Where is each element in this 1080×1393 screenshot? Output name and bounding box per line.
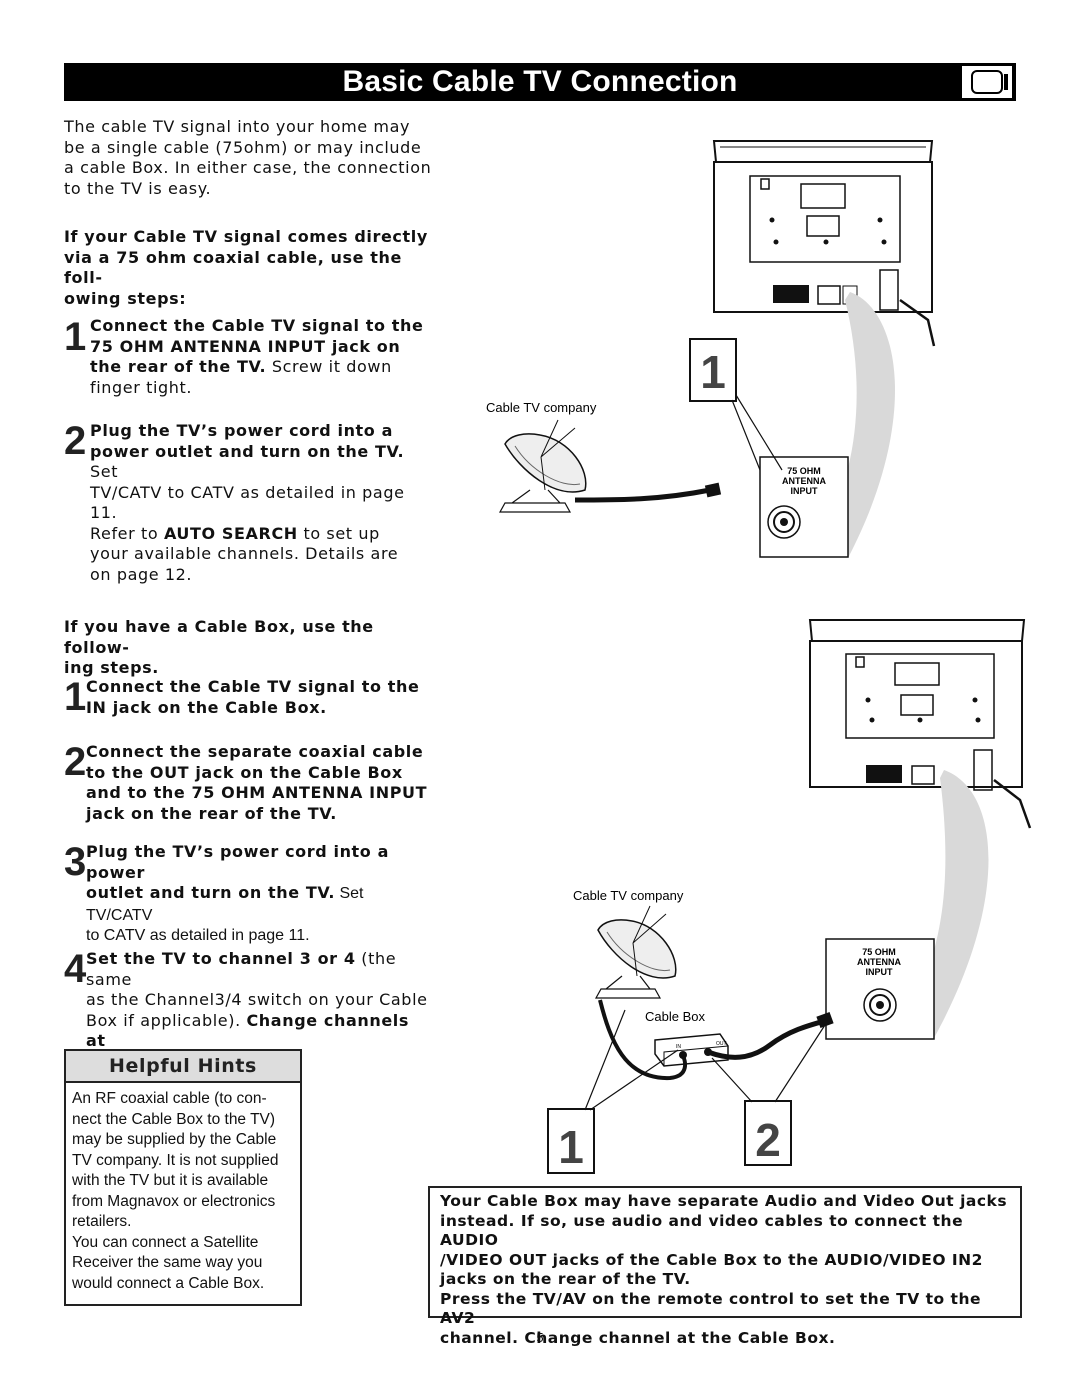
coax-cable: [707, 1017, 829, 1060]
cable-company-label: Cable TV company: [573, 888, 684, 903]
zoom-wedge: [845, 292, 895, 558]
coax-jack-icon: [863, 988, 897, 1022]
satellite-dish-icon: [498, 419, 587, 513]
direct-step-1: Connect the Cable TV signal to the 75 OH…: [90, 316, 424, 397]
box-step-2: Connect the separate coaxial cable to th…: [86, 742, 428, 823]
antenna-jack-panel: [759, 456, 849, 558]
callout-number: 1: [558, 1121, 584, 1173]
step-number: 4: [64, 947, 87, 991]
callout-box-1: [689, 338, 737, 402]
coax-cable: [574, 487, 711, 503]
helpful-hints-text: An RF coaxial cable (to con- nect the Ca…: [72, 1090, 279, 1292]
helpful-hints-box: Helpful Hints An RF coaxial cable (to co…: [64, 1049, 302, 1306]
cable-box-in-label: IN: [676, 1044, 681, 1050]
cable-box-label: Cable Box: [645, 1009, 705, 1024]
cable-company-label: Cable TV company: [486, 400, 597, 415]
box-heading: If you have a Cable Box, use the follow-…: [64, 617, 374, 677]
step-number: 3: [64, 840, 87, 884]
tv-rear-bottom: [808, 619, 1032, 829]
step-number: 1: [64, 675, 87, 719]
box-step-3: Plug the TV’s power cord into a power ou…: [86, 842, 389, 944]
cable-box-icon: IN OUT: [654, 1033, 729, 1067]
cable-box-out-label: OUT: [716, 1041, 727, 1047]
jack-label-line: ANTENNA: [782, 476, 826, 486]
jack-label-line: ANTENNA: [857, 957, 901, 967]
jack-label-line: 75 OHM: [787, 466, 821, 476]
callout-box-2: [744, 1100, 792, 1166]
page-number: 5: [536, 1330, 544, 1345]
tv-icon: [960, 64, 1014, 100]
box-step-1: Connect the Cable TV signal to the IN ja…: [86, 677, 420, 717]
step-number: 2: [64, 740, 87, 784]
tv-rear-top: [712, 140, 936, 347]
satellite-dish-icon: [594, 905, 677, 999]
helpful-hints-heading: Helpful Hints: [66, 1051, 300, 1083]
callout-number: 2: [755, 1114, 781, 1166]
title-bar: Basic Cable TV Connection: [64, 63, 1016, 101]
coax-jack-icon: [767, 505, 801, 539]
jack-label-line: 75 OHM: [862, 947, 896, 957]
zoom-wedge: [934, 770, 989, 1038]
antenna-jack-panel: [825, 938, 935, 1040]
page-title: Basic Cable TV Connection: [342, 65, 738, 98]
jack-label-line: INPUT: [866, 967, 894, 977]
coax-cable: [598, 999, 688, 1081]
callout-number: 1: [700, 346, 726, 398]
callout-box-1: [547, 1108, 595, 1174]
jack-label-line: INPUT: [791, 486, 819, 496]
intro-paragraph: The cable TV signal into your home may b…: [64, 117, 432, 198]
step-number: 2: [64, 419, 87, 463]
step-number: 1: [64, 315, 87, 359]
audio-video-note-box: Your Cable Box may have separate Audio a…: [428, 1186, 1022, 1347]
direct-step-2: Plug the TV’s power cord into a power ou…: [90, 421, 405, 584]
direct-heading: If your Cable TV signal comes directly v…: [64, 227, 428, 308]
